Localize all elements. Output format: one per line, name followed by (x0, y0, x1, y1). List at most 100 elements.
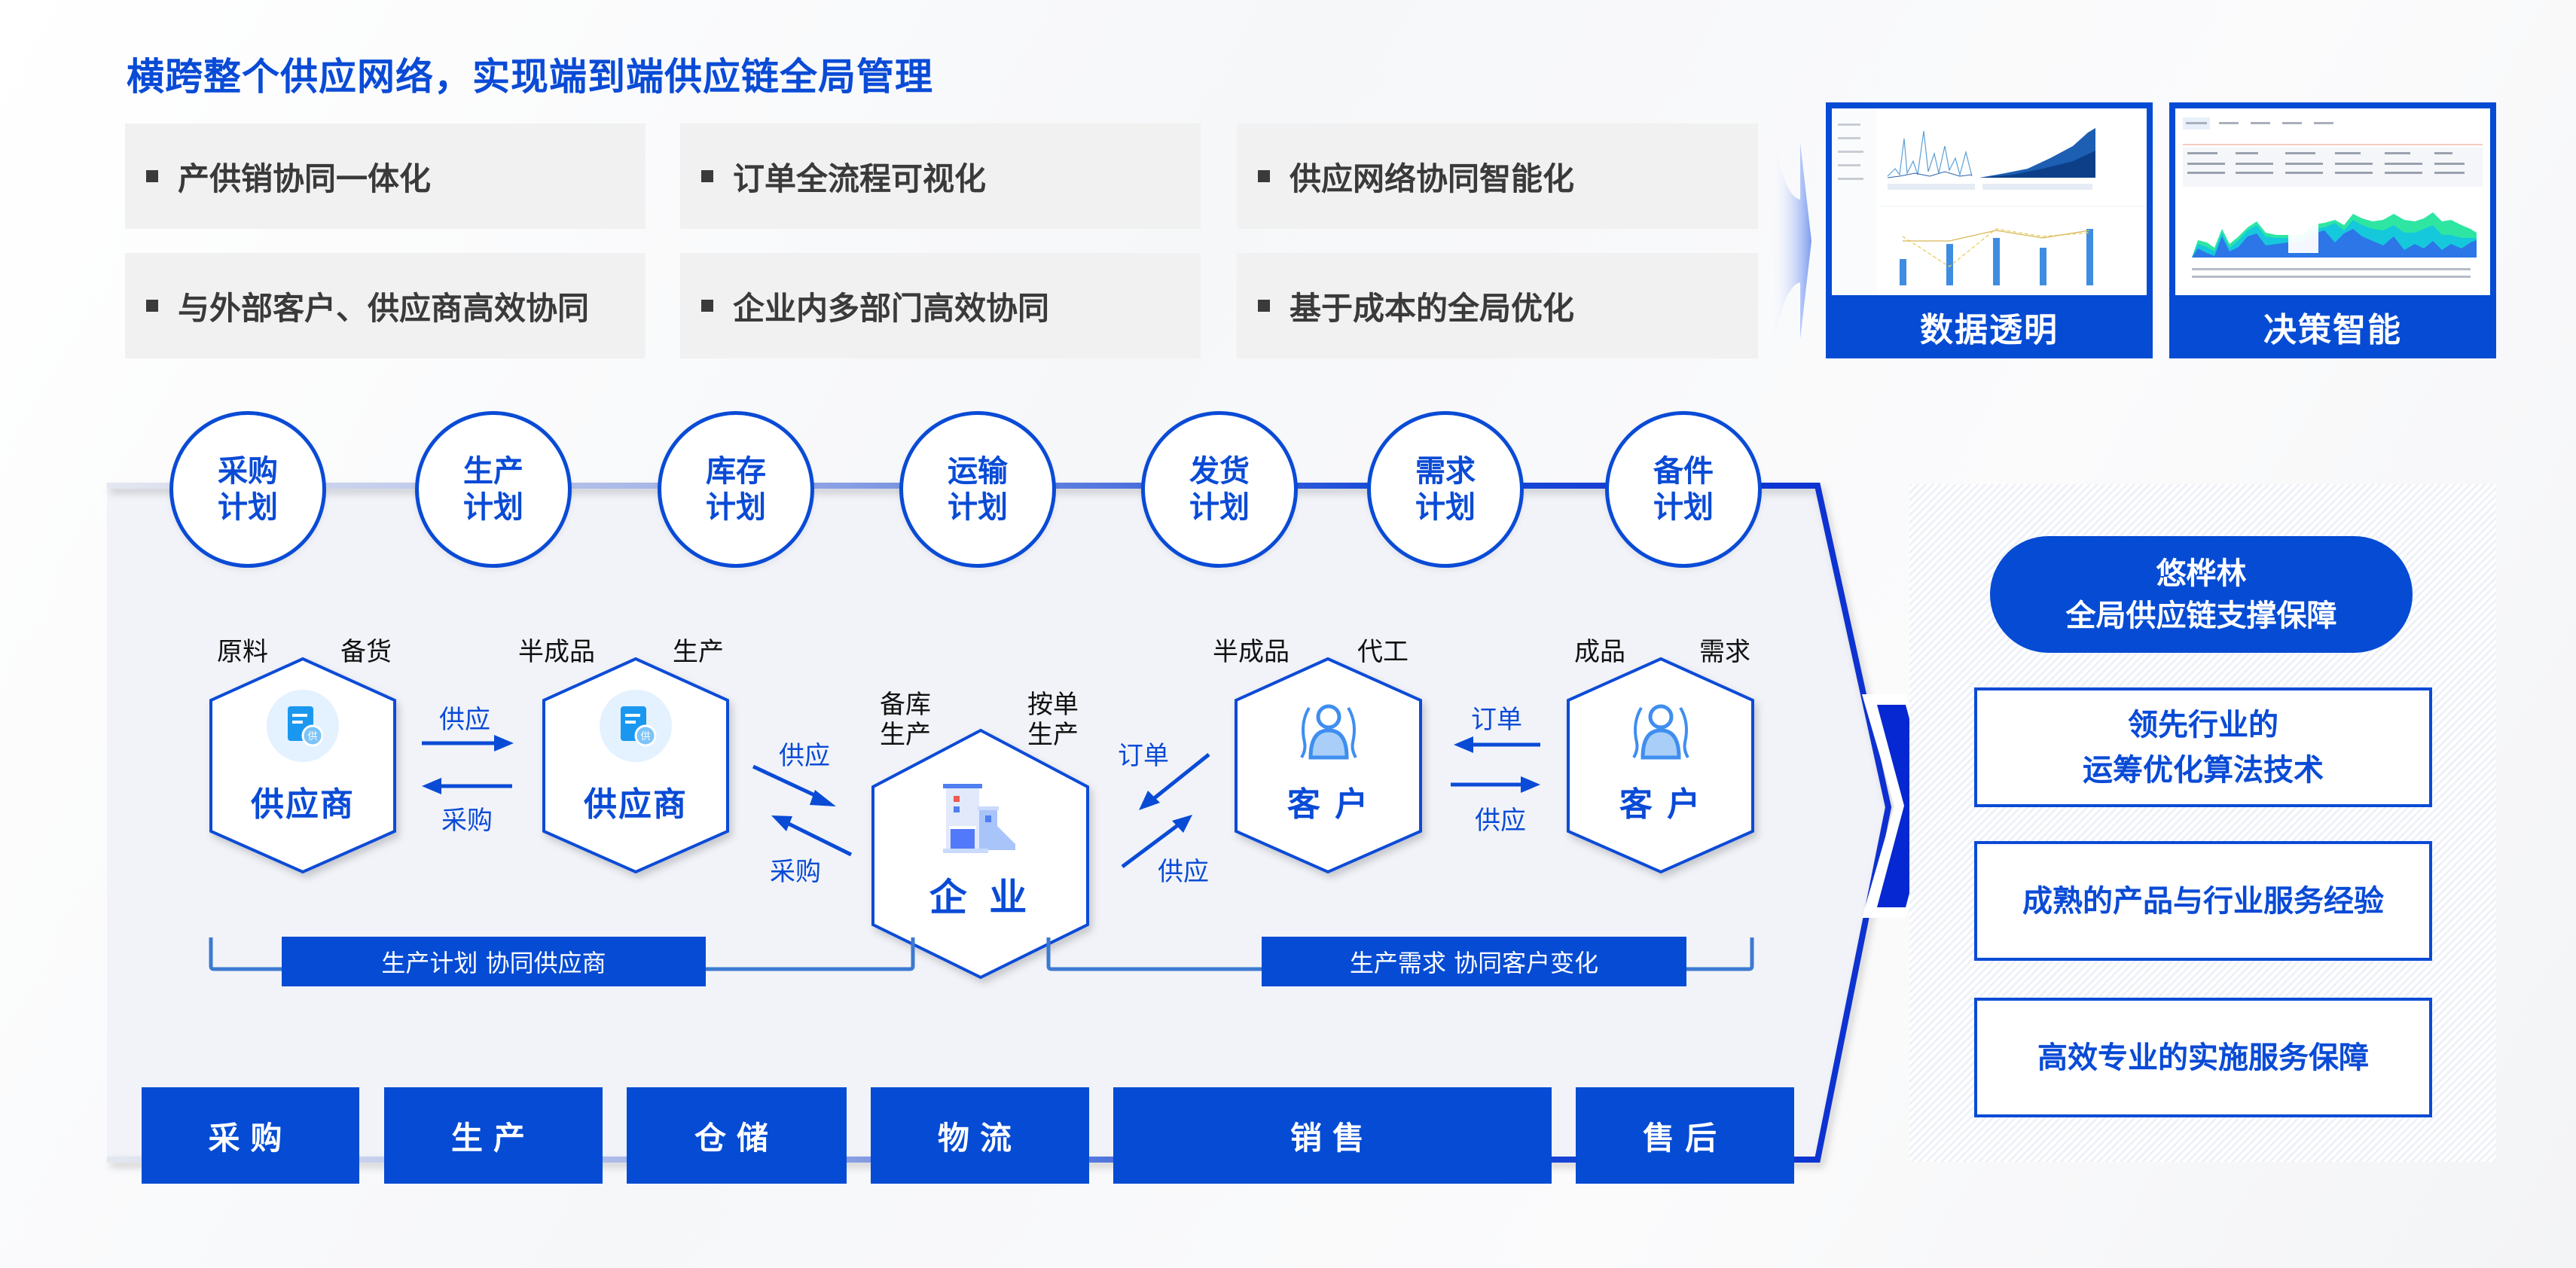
plan-circle-spare-parts[interactable]: 备件计划 (1605, 411, 1762, 568)
dashboard-screenshot (1832, 108, 2147, 295)
feature-item: 供应网络协同智能化 (1237, 123, 1758, 229)
tag-make-to-stock: 备库生产 (880, 690, 931, 750)
feature-item: 订单全流程可视化 (680, 123, 1201, 229)
feature-text: 订单全流程可视化 (733, 160, 987, 197)
plan-circle-inventory[interactable]: 库存计划 (658, 411, 814, 568)
flow-label-purchase: 采购 (770, 857, 821, 887)
supplier-document-icon: 供 (267, 690, 339, 762)
flow-label-order: 订单 (1118, 741, 1169, 771)
svg-text:供: 供 (307, 731, 317, 742)
tag-finished-goods: 成品 (1574, 637, 1625, 667)
support-pill: 悠桦林 全局供应链支撑保障 (1990, 536, 2413, 653)
tab-after-sales[interactable]: 售后 (1576, 1087, 1794, 1184)
feature-text: 与外部客户、供应商高效协同 (178, 289, 590, 327)
flow-label-purchase: 采购 (441, 806, 493, 836)
analytics-screenshot (2175, 108, 2490, 295)
bullet-icon (146, 300, 158, 312)
users-icon (1626, 700, 1695, 760)
arrow-purchase-up (786, 821, 853, 857)
plan-label: 计划 (948, 490, 1008, 525)
plan-label: 生产 (463, 454, 523, 489)
plan-label: 计划 (1189, 490, 1250, 525)
tag-line: 按单 (1027, 690, 1079, 720)
arrow-supply-down (752, 764, 823, 800)
bullet-icon (1258, 170, 1270, 182)
factory-building-icon (942, 779, 1020, 855)
plan-label: 计划 (706, 490, 766, 525)
support-item-text: 高效专业的实施服务保障 (2037, 1040, 2369, 1075)
bullet-icon (1258, 300, 1270, 312)
tab-logistics[interactable]: 物流 (871, 1087, 1089, 1184)
enterprise-label: 企 业 (929, 876, 1032, 919)
bracket-right-end (1686, 937, 1754, 971)
card-label: 数据透明 (1920, 311, 2059, 349)
flow-label-order: 订单 (1471, 705, 1522, 735)
tab-sales[interactable]: 销售 (1113, 1087, 1552, 1184)
hex-enterprise (871, 728, 1089, 980)
tab-procurement[interactable]: 采购 (142, 1087, 359, 1184)
flow-label-supply: 供应 (1158, 857, 1209, 887)
flow-label-supply: 供应 (439, 705, 490, 735)
pill-subtitle: 全局供应链支撑保障 (2065, 598, 2337, 633)
bracket-left-start (209, 937, 282, 971)
customer-1-label: 客 户 (1286, 785, 1370, 824)
support-item-text: 领先行业的 (2128, 707, 2278, 742)
tag-oem: 代工 (1357, 637, 1409, 667)
arrow-supply-up (1121, 822, 1180, 869)
tag-semi-finished: 半成品 (1213, 637, 1290, 667)
plan-circle-transport[interactable]: 运输计划 (899, 411, 1056, 568)
card-label: 决策智能 (2263, 311, 2402, 349)
tab-warehousing[interactable]: 仓储 (627, 1087, 847, 1184)
support-item: 成熟的产品与行业服务经验 (1974, 841, 2432, 961)
feature-text: 企业内多部门高效协同 (733, 289, 1050, 327)
plan-label: 计划 (218, 490, 278, 525)
svg-text:供: 供 (640, 731, 650, 742)
support-item: 高效专业的实施服务保障 (1974, 998, 2432, 1117)
card-data-transparency[interactable]: 数据透明 (1826, 102, 2153, 358)
plan-label: 采购 (218, 454, 278, 489)
feature-text: 供应网络协同智能化 (1290, 160, 1575, 197)
hex-supplier-1 (209, 657, 396, 874)
plan-circle-production[interactable]: 生产计划 (415, 411, 572, 568)
supplier-2-label: 供应商 (584, 785, 688, 824)
plan-label: 计划 (1415, 490, 1476, 525)
bullet-icon (146, 170, 158, 182)
flow-label-supply: 供应 (779, 741, 830, 771)
tab-production[interactable]: 生产 (384, 1087, 603, 1184)
flow-label-supply: 供应 (1475, 806, 1526, 836)
hex-supplier-2 (542, 657, 729, 874)
page-title: 横跨整个供应网络，实现端到端供应链全局管理 (127, 55, 933, 99)
pill-brand: 悠桦林 (2156, 556, 2247, 591)
plan-label: 需求 (1415, 454, 1476, 489)
support-item-text: 成熟的产品与行业服务经验 (2022, 883, 2384, 919)
support-item: 领先行业的 运筹优化算法技术 (1974, 687, 2432, 807)
tag-line: 备库 (880, 690, 931, 720)
tag-production: 生产 (673, 637, 724, 667)
feature-text: 基于成本的全局优化 (1290, 289, 1575, 327)
plan-circle-procurement[interactable]: 采购计划 (169, 411, 326, 568)
feature-item: 基于成本的全局优化 (1237, 253, 1758, 358)
customer-2-label: 客 户 (1619, 785, 1702, 824)
plan-label: 计划 (1653, 490, 1714, 525)
feature-item: 产供销协同一体化 (125, 123, 646, 229)
support-item-text: 运筹优化算法技术 (2083, 752, 2324, 788)
feature-item: 企业内多部门高效协同 (680, 253, 1201, 358)
bracket-label-supplier-collab: 生产计划 协同供应商 (282, 937, 706, 986)
bracket-right-start (1046, 937, 1262, 971)
plan-label: 备件 (1653, 454, 1714, 489)
plan-circle-demand[interactable]: 需求计划 (1367, 411, 1524, 568)
plan-circle-shipping[interactable]: 发货计划 (1141, 411, 1298, 568)
bullet-icon (701, 170, 713, 182)
bracket-left-end (706, 937, 915, 971)
tag-line: 生产 (1027, 720, 1079, 750)
supplier-document-icon: 供 (600, 690, 672, 762)
plan-label: 库存 (706, 454, 766, 489)
bullet-icon (701, 300, 713, 312)
users-icon (1294, 700, 1363, 760)
feature-text: 产供销协同一体化 (178, 160, 432, 197)
arrow-order-down (1151, 753, 1210, 801)
tag-line: 生产 (880, 720, 931, 750)
hex-customer-2 (1567, 657, 1754, 874)
card-decision-intelligence[interactable]: 决策智能 (2169, 102, 2496, 358)
